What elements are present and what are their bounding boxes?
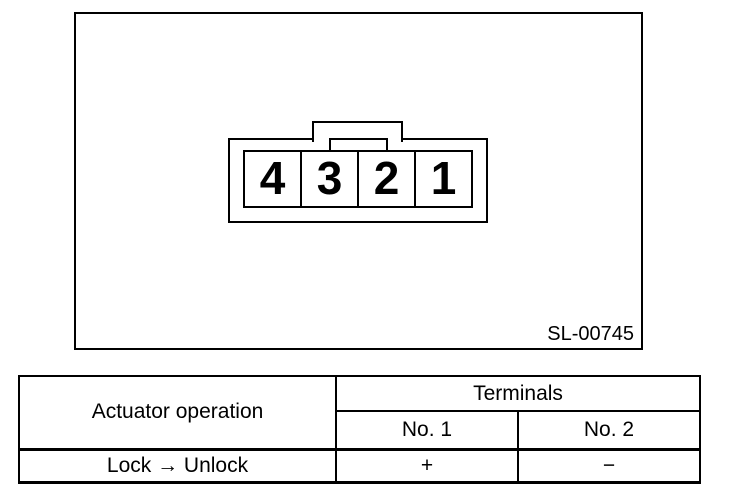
terminal-number: 3 bbox=[316, 152, 343, 204]
terminals-table: Actuator operation Terminals No. 1 No. 2… bbox=[18, 375, 701, 484]
figure-id-label: SL-00745 bbox=[547, 323, 634, 346]
connector-terminal-row: 4 3 2 1 bbox=[243, 150, 473, 208]
table-row: Lock → Unlock + − bbox=[18, 447, 701, 484]
terminal-cell-1: 1 bbox=[414, 150, 473, 208]
terminal-no2-value-cell: − bbox=[517, 447, 701, 484]
terminal-number: 2 bbox=[373, 152, 400, 204]
terminal-cell-4: 4 bbox=[243, 150, 302, 208]
terminal-number: 4 bbox=[259, 152, 286, 204]
actuator-operation-header-cell: Actuator operation bbox=[18, 375, 337, 450]
terminal-cell-3: 3 bbox=[300, 150, 359, 208]
terminal-number: 1 bbox=[430, 152, 457, 204]
terminal-no2-header-cell: No. 2 bbox=[517, 410, 701, 450]
terminal-no1-header-cell: No. 1 bbox=[335, 410, 519, 450]
connector-outer-tab bbox=[312, 121, 403, 142]
terminals-header-cell: Terminals bbox=[335, 375, 701, 412]
operation-cell: Lock → Unlock bbox=[18, 447, 337, 484]
terminal-cell-2: 2 bbox=[357, 150, 416, 208]
terminal-no1-value-cell: + bbox=[335, 447, 519, 484]
